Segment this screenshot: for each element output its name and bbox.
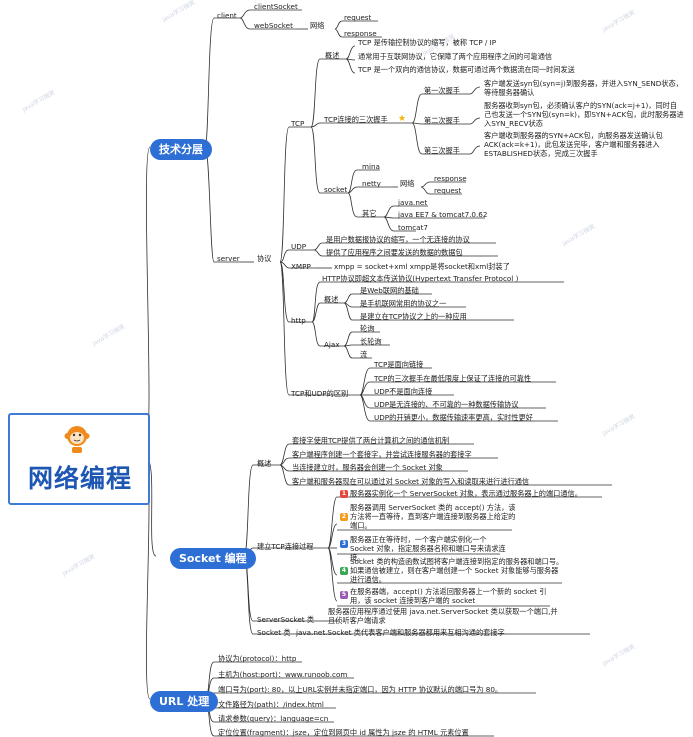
step-5-badge: 5 [340,591,348,599]
http-overview-item: 是Web联网的基础 [360,286,419,295]
node-ajax[interactable]: Ajax [324,340,340,349]
node-java-net[interactable]: java.net [398,198,428,207]
node-handshake-3[interactable]: 第三次握手 [424,146,460,155]
node-mina[interactable]: mina [362,162,380,171]
url-item: 主机为(host:port)：www.runoob.com [218,670,348,679]
serversocket-text: 服务器应用程序通过使用 java.net.ServerSocket 类以获取一个… [328,607,558,625]
url-item: 端口号为(port): 80，以上URL实例并未指定端口，因为 HTTP 协议默… [218,685,503,694]
node-handshake-1[interactable]: 第一次握手 [424,86,460,95]
http-definition: HTTP协议即超文本传送协议(Hypertext Transfer Protoc… [322,274,519,283]
node-client-socket[interactable]: clientSocket [254,2,298,11]
http-overview-item: 是建立在TCP协议之上的一种应用 [360,312,467,321]
socket-overview-item: 客户端程序创建一个套接字，并尝试连接服务器的套接字 [292,450,472,459]
tcp-overview-item: 通常用于互联网协议，它保障了两个应用程序之间的可靠通信 [358,52,553,61]
step-3-badge: 3 [340,540,348,548]
ajax-item: 轮询 [360,324,375,333]
step-4-text: Socket 类的构造函数试图将客户端连接到指定的服务器和端口号。如果通信被建立… [350,557,564,584]
node-server[interactable]: server [217,254,240,263]
node-network[interactable]: 网络 [400,179,415,188]
ajax-item: 流 [360,350,368,359]
node-network[interactable]: 网络 [310,21,325,30]
monkey-mascot-icon [64,426,90,453]
diff-item: UDP的开销更小，数据传输速率更高，实时性更好 [374,413,533,422]
topic-socket-programming[interactable]: Socket 编程 [170,548,256,569]
node-three-way-handshake[interactable]: TCP连接的三次握手 [324,115,388,124]
node-socket-class[interactable]: Socket 类 [257,628,291,637]
node-http[interactable]: http [291,316,306,325]
url-item: 定位位置(fragment)：jsze，定位到网页中 id 属性为 jsze 的… [218,728,469,737]
node-websocket[interactable]: webSocket [254,21,293,30]
tcp-overview-item: TCP 是一个双向的通信协议，数据可通过两个数据流在同一时间发送 [358,65,575,74]
socket-overview-item: 客户端和服务器现在可以通过对 Socket 对象的写入和读取来进行进行通信 [292,477,530,486]
node-http-overview[interactable]: 概述 [324,295,339,304]
socket-overview-item: 套接字使用TCP提供了两台计算机之间的通信机制 [292,436,450,445]
socket-overview-item: 当连接建立时，服务器会创建一个 Socket 对象 [292,463,443,472]
node-xmpp[interactable]: XMPP [291,262,311,271]
http-overview-item: 是手机联网常用的协议之一 [360,299,447,308]
node-request[interactable]: request [434,186,462,195]
tcp-overview-item: TCP 是传输控制协议的缩写，被称 TCP / IP [358,38,497,47]
udp-item: 提供了应用程序之间要发送的数据的数据包 [326,248,463,257]
step-2-text: 服务器调用 ServerSocket 类的 accept() 方法，该方法将一直… [350,503,516,530]
node-udp[interactable]: UDP [291,242,307,251]
node-handshake-2[interactable]: 第二次握手 [424,116,460,125]
udp-item: 是用户数据报协议的缩写，一个无连接的协议 [326,235,470,244]
node-response[interactable]: response [434,174,467,183]
node-netty[interactable]: netty [362,179,381,188]
diff-item: TCP是面向链接 [374,360,424,369]
node-client[interactable]: client [217,11,237,20]
node-serversocket-class[interactable]: ServerSocket 类 [257,615,315,624]
star-icon: ★ [398,114,407,124]
step-1-text: 服务器实例化一个 ServerSocket 对象，表示通过服务器上的端口通信。 [350,489,582,498]
step-2-badge: 2 [340,513,348,521]
root-title: 网络编程 [28,464,133,493]
node-other[interactable]: 其它 [362,209,377,218]
diff-item: UDP不是面向连接 [374,387,433,396]
url-item: 请求参数(query)：language=cn [218,714,329,723]
topic-tech-layers[interactable]: 技术分层 [150,139,212,160]
node-response[interactable]: response [344,29,377,38]
socket-class-text: java.net.Socket 类代表客户端和服务器都用来互相沟通的套接字 [296,628,505,637]
node-tcp-udp-diff[interactable]: TCP和UDP的区别 [291,389,349,398]
ajax-item: 长轮询 [360,337,382,346]
url-item: 文件路径为(path)：/index.html [218,700,324,709]
node-java-ee7[interactable]: java EE7 & tomcat7.0.62 [398,210,488,219]
diff-item: UDP是无连接的、不可靠的一种数据传输协议 [374,400,519,409]
node-tomcat7[interactable]: tomcat7 [398,223,428,232]
step-3-text: 服务器正在等待时，一个客户端实例化一个 Socket 对象，指定服务器名称和端口… [350,535,506,562]
url-item: 协议为(protocol)：http [218,654,297,663]
step-5-text: 在服务器端，accept() 方法返回服务器上一个新的 socket 引用，该 … [350,587,547,605]
topic-url-handling[interactable]: URL 处理 [150,691,219,712]
node-tcp-overview[interactable]: 概述 [325,51,340,60]
xmpp-text: xmpp = socket+xml xmpp是将socket和xml封装了 [334,262,510,271]
root-node[interactable]: 网络编程 [8,413,150,505]
node-protocol[interactable]: 协议 [257,254,272,263]
node-socket[interactable]: socket [324,185,348,194]
node-request[interactable]: request [344,13,372,22]
diff-item: TCP的三次握手在最低限度上保证了连接的可靠性 [374,374,532,383]
node-tcp[interactable]: TCP [291,119,305,128]
step-1-badge: 1 [340,490,348,498]
node-establish-tcp[interactable]: 建立TCP连接过程 [257,542,314,551]
handshake-2-text: 服务器收到syn包，必须确认客户的SYN(ack=j+1)，同时自己也发送一个S… [484,101,684,128]
handshake-1-text: 客户端发送syn包(syn=j)到服务器，并进入SYN_SEND状态，等待服务器… [484,79,683,97]
node-socket-overview[interactable]: 概述 [257,459,272,468]
handshake-3-text: 客户端收到服务器的SYN+ACK包，向服务器发送确认包ACK(ack=k+1)，… [484,131,663,158]
step-4-badge: 4 [340,567,348,575]
